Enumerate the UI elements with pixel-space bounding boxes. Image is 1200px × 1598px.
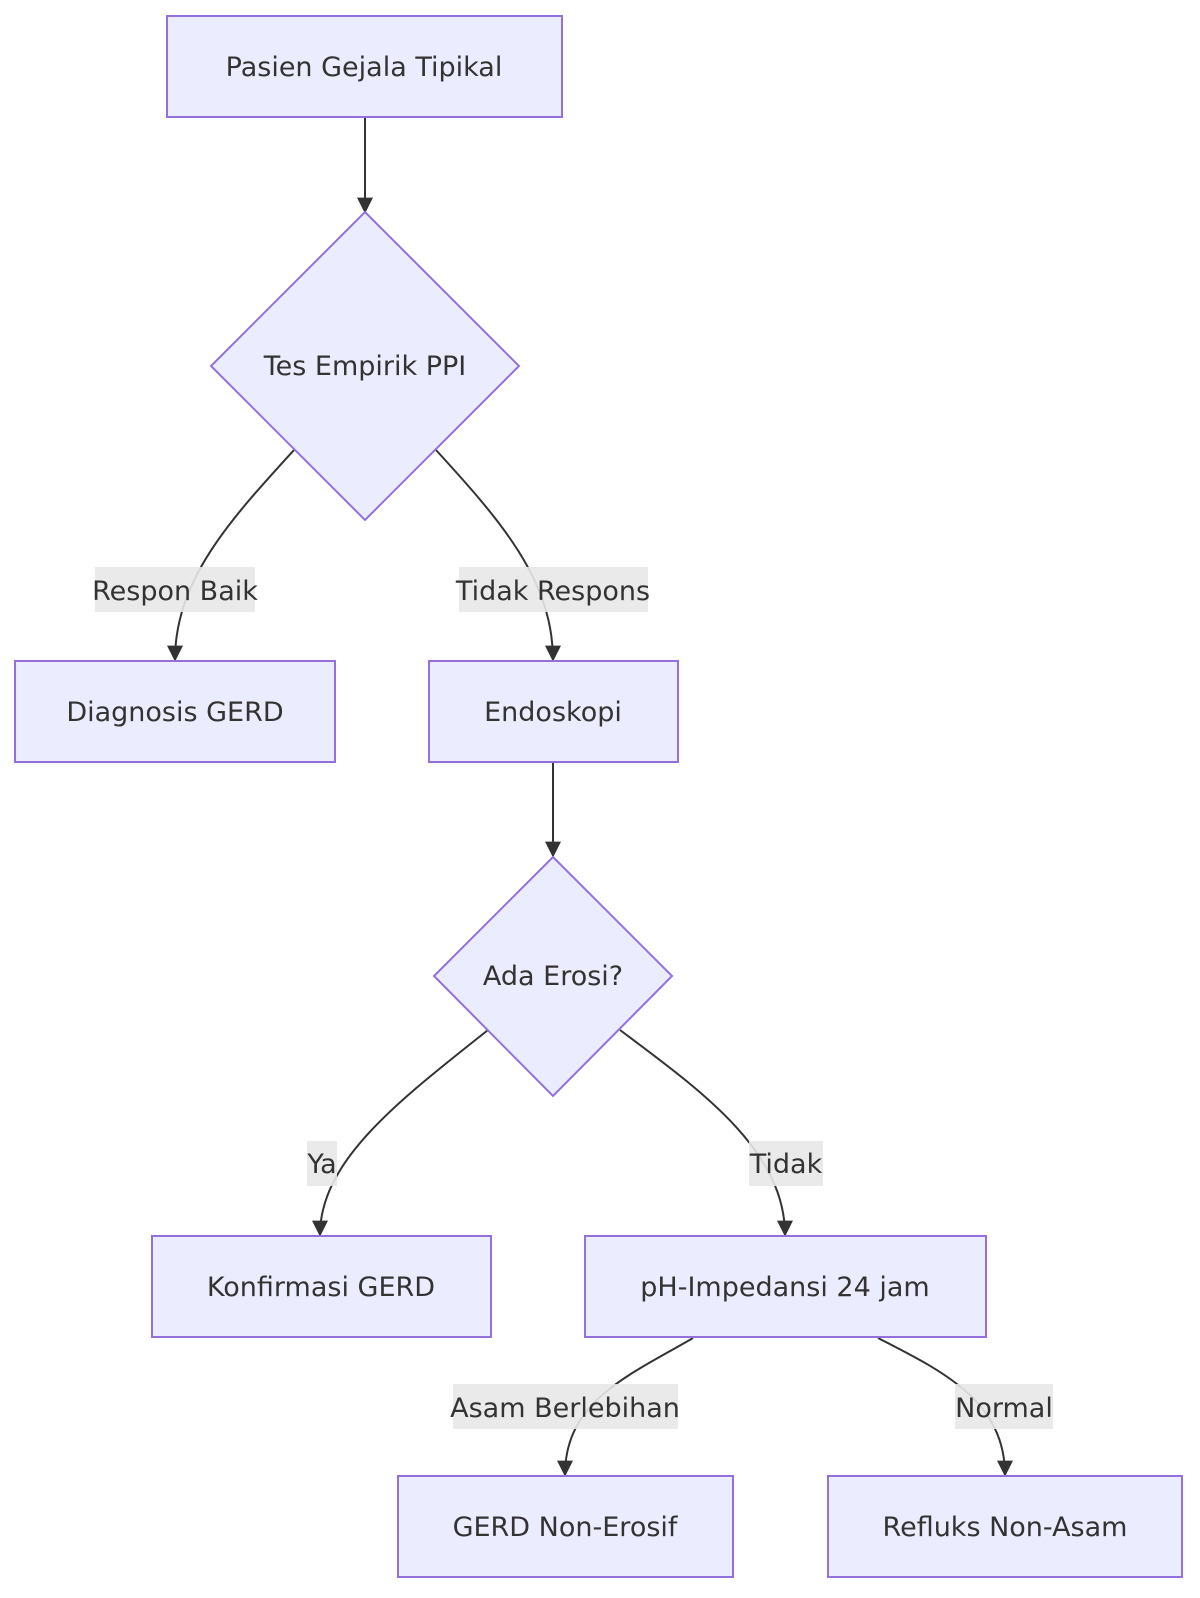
label-bg-good-response [95, 567, 255, 612]
label-bg-yes [307, 1141, 337, 1186]
node-gerd-confirm: Konfirmasi GERD [151, 1235, 492, 1338]
edge-label-good-response: Respon Baik [92, 576, 258, 607]
node-gerd-diagnosis-label: Diagnosis GERD [66, 697, 283, 728]
node-ppi-test-decision: Tes Empirik PPI [209, 210, 521, 522]
node-nerd-label: GERD Non-Erosif [453, 1512, 679, 1543]
edge-erosion-to-confirm [312, 1029, 489, 1237]
label-bg-no [749, 1141, 823, 1186]
node-gerd-diagnosis: Diagnosis GERD [14, 660, 336, 763]
node-gerd-confirm-label: Konfirmasi GERD [207, 1272, 435, 1303]
edge-ppi-to-endoscopy [435, 449, 561, 662]
label-bg-excess-acid [453, 1384, 678, 1429]
edge-label-yes: Ya [306, 1149, 336, 1180]
edge-labels: Respon Baik Tidak Respons Ya Tidak Asam … [92, 567, 1053, 1429]
node-non-acid-label: Refluks Non-Asam [883, 1512, 1128, 1543]
label-bg-normal [955, 1384, 1053, 1429]
edge-ppi-to-diagnosis [167, 449, 295, 662]
edge-label-excess-acid: Asam Berlebihan [450, 1393, 680, 1424]
node-erosion-decision: Ada Erosi? [432, 855, 674, 1098]
node-endoscopy: Endoskopi [428, 660, 679, 763]
edge-label-no-response: Tidak Respons [455, 576, 650, 607]
node-ph-impedance-label: pH-Impedansi 24 jam [640, 1272, 929, 1303]
node-endoscopy-label: Endoskopi [484, 697, 622, 728]
node-start: Pasien Gejala Tipikal [166, 15, 563, 118]
node-ppi-test-label: Tes Empirik PPI [263, 351, 467, 382]
node-start-label: Pasien Gejala Tipikal [226, 52, 503, 83]
node-nerd: GERD Non-Erosif [397, 1475, 734, 1578]
edge-erosion-to-ph [619, 1029, 793, 1237]
node-erosion-label: Ada Erosi? [483, 961, 623, 992]
node-non-acid: Refluks Non-Asam [827, 1475, 1183, 1578]
nodes: Pasien Gejala Tipikal Tes Empirik PPI Di… [14, 15, 1183, 1578]
node-ph-impedance: pH-Impedansi 24 jam [584, 1235, 987, 1338]
label-bg-no-response [459, 567, 648, 612]
edge-label-normal: Normal [955, 1393, 1053, 1424]
edge-label-no: Tidak [749, 1149, 823, 1180]
